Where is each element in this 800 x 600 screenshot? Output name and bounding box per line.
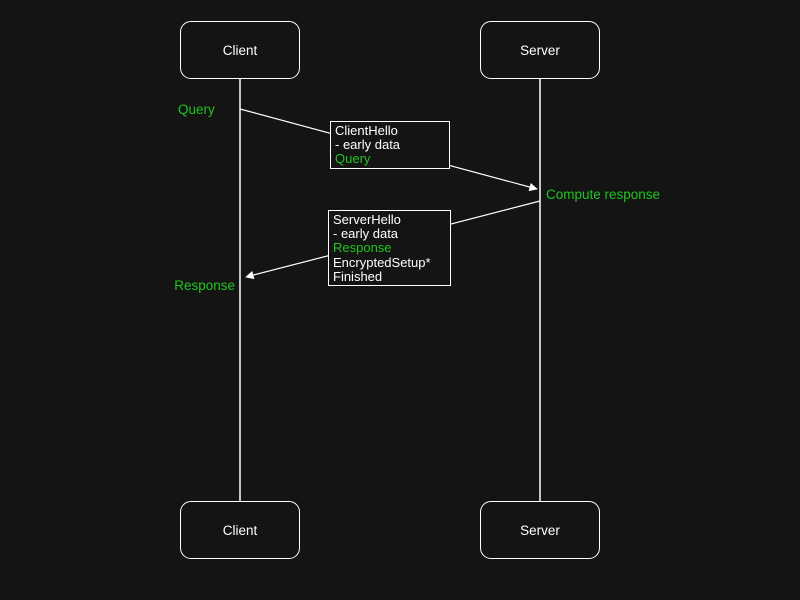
message-line: - early data bbox=[335, 137, 401, 153]
message-line: Finished bbox=[333, 268, 383, 284]
message-line: - early data bbox=[333, 226, 399, 242]
message-line: Query bbox=[335, 151, 371, 167]
client-hello-message-box: ClientHello - early data Query bbox=[330, 121, 450, 169]
actor-server-top: Server bbox=[480, 21, 600, 79]
server-hello-message-box: ServerHello - early data Response Encryp… bbox=[328, 210, 451, 287]
actor-client-top: Client bbox=[180, 21, 300, 79]
message-line: Response bbox=[333, 240, 392, 256]
query-annotation: Query bbox=[178, 102, 215, 117]
message-line: ServerHello bbox=[333, 212, 401, 227]
message-line: ClientHello bbox=[335, 123, 398, 138]
response-annotation: Response bbox=[174, 278, 235, 293]
actor-server-bottom: Server bbox=[480, 501, 600, 559]
message-line: EncryptedSetup* bbox=[333, 254, 431, 270]
actor-client-bottom: Client bbox=[180, 501, 300, 559]
compute-response-annotation: Compute response bbox=[546, 187, 661, 202]
